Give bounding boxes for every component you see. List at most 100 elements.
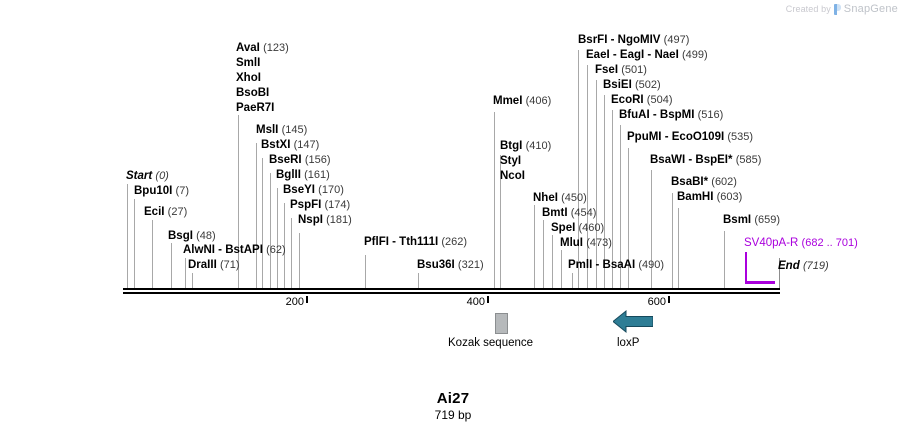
site-label-nspi: NspI (181): [298, 214, 352, 226]
leader-line: [185, 258, 186, 288]
leader-line: [192, 273, 193, 288]
leader-line: [628, 148, 629, 288]
leader-line: [651, 170, 652, 288]
feature-label-sv40pa-r: SV40pA-R (682 .. 701): [744, 237, 858, 249]
leader-line: [724, 231, 725, 288]
leader-line: [678, 208, 679, 288]
leader-line: [572, 273, 573, 288]
sequence-length: 719 bp: [434, 408, 472, 422]
site-label-bsgi: BsgI (48): [168, 230, 216, 242]
leader-line: [596, 80, 597, 288]
snapgene-logo-icon: [833, 3, 841, 15]
site-label-pmli-bsaai: PmlI - BsaAI (490): [568, 259, 665, 271]
leader-line: [291, 218, 292, 288]
leader-line: [284, 203, 285, 288]
leader-line: [152, 220, 153, 288]
leader-line: [552, 235, 553, 288]
leader-line: [277, 188, 278, 288]
site-label-btgi-group: BtgI (410) StyI NcoI: [500, 139, 551, 184]
sequence-backbone[interactable]: [123, 288, 780, 294]
leader-line: [365, 255, 366, 288]
leader-line: [587, 65, 588, 288]
site-label-bsu36i: Bsu36I (321): [417, 259, 484, 271]
site-label-bsobi: BsoBI: [236, 87, 270, 99]
leader-line: [418, 273, 419, 288]
ruler-tick-label: 200: [285, 296, 304, 308]
site-label-xhoi: XhoI: [236, 72, 261, 84]
site-label-mlui: MluI (473): [560, 237, 612, 249]
leader-line: [134, 199, 135, 288]
site-label-group: Start (0) Bpu10I (7) EciI (27) BsgI (48)…: [126, 34, 858, 272]
site-label-bseyi: BseYI (170): [283, 184, 344, 196]
leader-line: [604, 95, 605, 288]
site-label-paer7i: PaeR7I: [236, 102, 275, 114]
site-label-styi: StyI: [500, 155, 522, 167]
leader-line: [561, 250, 562, 288]
watermark-brand: SnapGene: [843, 3, 898, 15]
site-label-start: Start (0): [126, 170, 169, 182]
site-label-avai: AvaI (123): [236, 42, 289, 54]
feature-loxp[interactable]: [612, 309, 654, 339]
ruler: 200 400 600: [0, 296, 906, 314]
site-label-msli: MslI (145): [256, 124, 308, 136]
leader-line: [270, 173, 271, 288]
feature-bar-sv40pa-r[interactable]: [745, 281, 775, 284]
leader-line: [171, 243, 172, 288]
site-label-ecii: EciI (27): [144, 206, 188, 218]
site-label-bamhi: BamHI (603): [677, 191, 743, 203]
site-label-bglii: BglII (161): [276, 169, 330, 181]
site-label-alwni-bstapi: AlwNI - BstAPI (62): [183, 244, 286, 256]
left-arrow-feature-icon: [612, 309, 654, 334]
site-label-eaei-eagi-naei: EaeI - EagI - NaeI (499): [586, 49, 708, 61]
page-title: Ai27: [436, 390, 470, 407]
site-label-smli: SmlI: [236, 57, 261, 69]
site-label-fsei: FseI (501): [595, 64, 647, 76]
leader-line: [620, 125, 621, 288]
ruler-tick: [306, 296, 308, 303]
site-label-nhei: NheI (450): [533, 192, 587, 204]
ruler-tick-label: 600: [647, 296, 666, 308]
site-label-bsrfi-ngomiv: BsrFI - NgoMIV (497): [578, 34, 690, 46]
feature-kozak-sequence[interactable]: [495, 313, 508, 334]
feature-label-loxp: loxP: [617, 337, 640, 349]
site-label-avai-group: AvaI (123) SmlI XhoI BsoBI PaeR7I: [236, 41, 289, 116]
leader-line: [500, 155, 501, 288]
watermark-prefix: Created by: [785, 4, 831, 14]
leader-line-end: [779, 258, 780, 288]
site-label-bpu10i: Bpu10I (7): [134, 185, 189, 197]
backbone-line-top: [123, 288, 780, 290]
leader-line: [262, 158, 263, 288]
site-label-bseri: BseRI (156): [269, 154, 331, 166]
site-label-bfuai-bspmi: BfuAI - BspMI (516): [619, 109, 724, 121]
site-label-ecori: EcoRI (504): [611, 94, 673, 106]
site-label-mmei: MmeI (406): [493, 95, 552, 107]
leader-line: [612, 110, 613, 288]
site-label-pspfi: PspFI (174): [290, 199, 351, 211]
leader-line: [299, 233, 300, 288]
leader-line: [578, 50, 579, 288]
site-label-bsabi: BsaBI* (602): [671, 176, 737, 188]
site-label-end: End (719): [778, 260, 829, 272]
site-label-spei: SpeI (460): [551, 222, 605, 234]
site-label-pflfi-tth111i: PflFI - Tth111I (262): [364, 236, 468, 248]
site-label-bsiei: BsiEI (502): [603, 79, 661, 91]
site-label-bmti: BmtI (454): [542, 207, 597, 219]
snapgene-watermark: Created by SnapGene: [786, 3, 898, 15]
ruler-tick: [487, 296, 489, 303]
site-label-ppumi-ecoo109i: PpuMI - EcoO109I (535): [627, 131, 754, 143]
leader-line: [534, 205, 535, 288]
site-label-bsmi: BsmI (659): [723, 214, 781, 226]
feature-label-kozak-sequence: Kozak sequence: [448, 337, 534, 349]
ruler-tick: [668, 296, 670, 303]
leader-line: [127, 184, 128, 288]
site-label-btgi: BtgI (410): [500, 140, 552, 152]
leader-line: [672, 193, 673, 288]
map-title-block: Ai27 719 bp: [0, 390, 906, 422]
site-label-ncoi: NcoI: [500, 170, 525, 182]
site-label-draiii: DraIII (71): [188, 259, 240, 271]
site-label-bsawi-bspei: BsaWI - BspEI* (585): [650, 154, 762, 166]
leader-line: [494, 112, 495, 288]
leader-line: [238, 115, 239, 288]
site-label-bstxi: BstXI (147): [261, 139, 320, 151]
